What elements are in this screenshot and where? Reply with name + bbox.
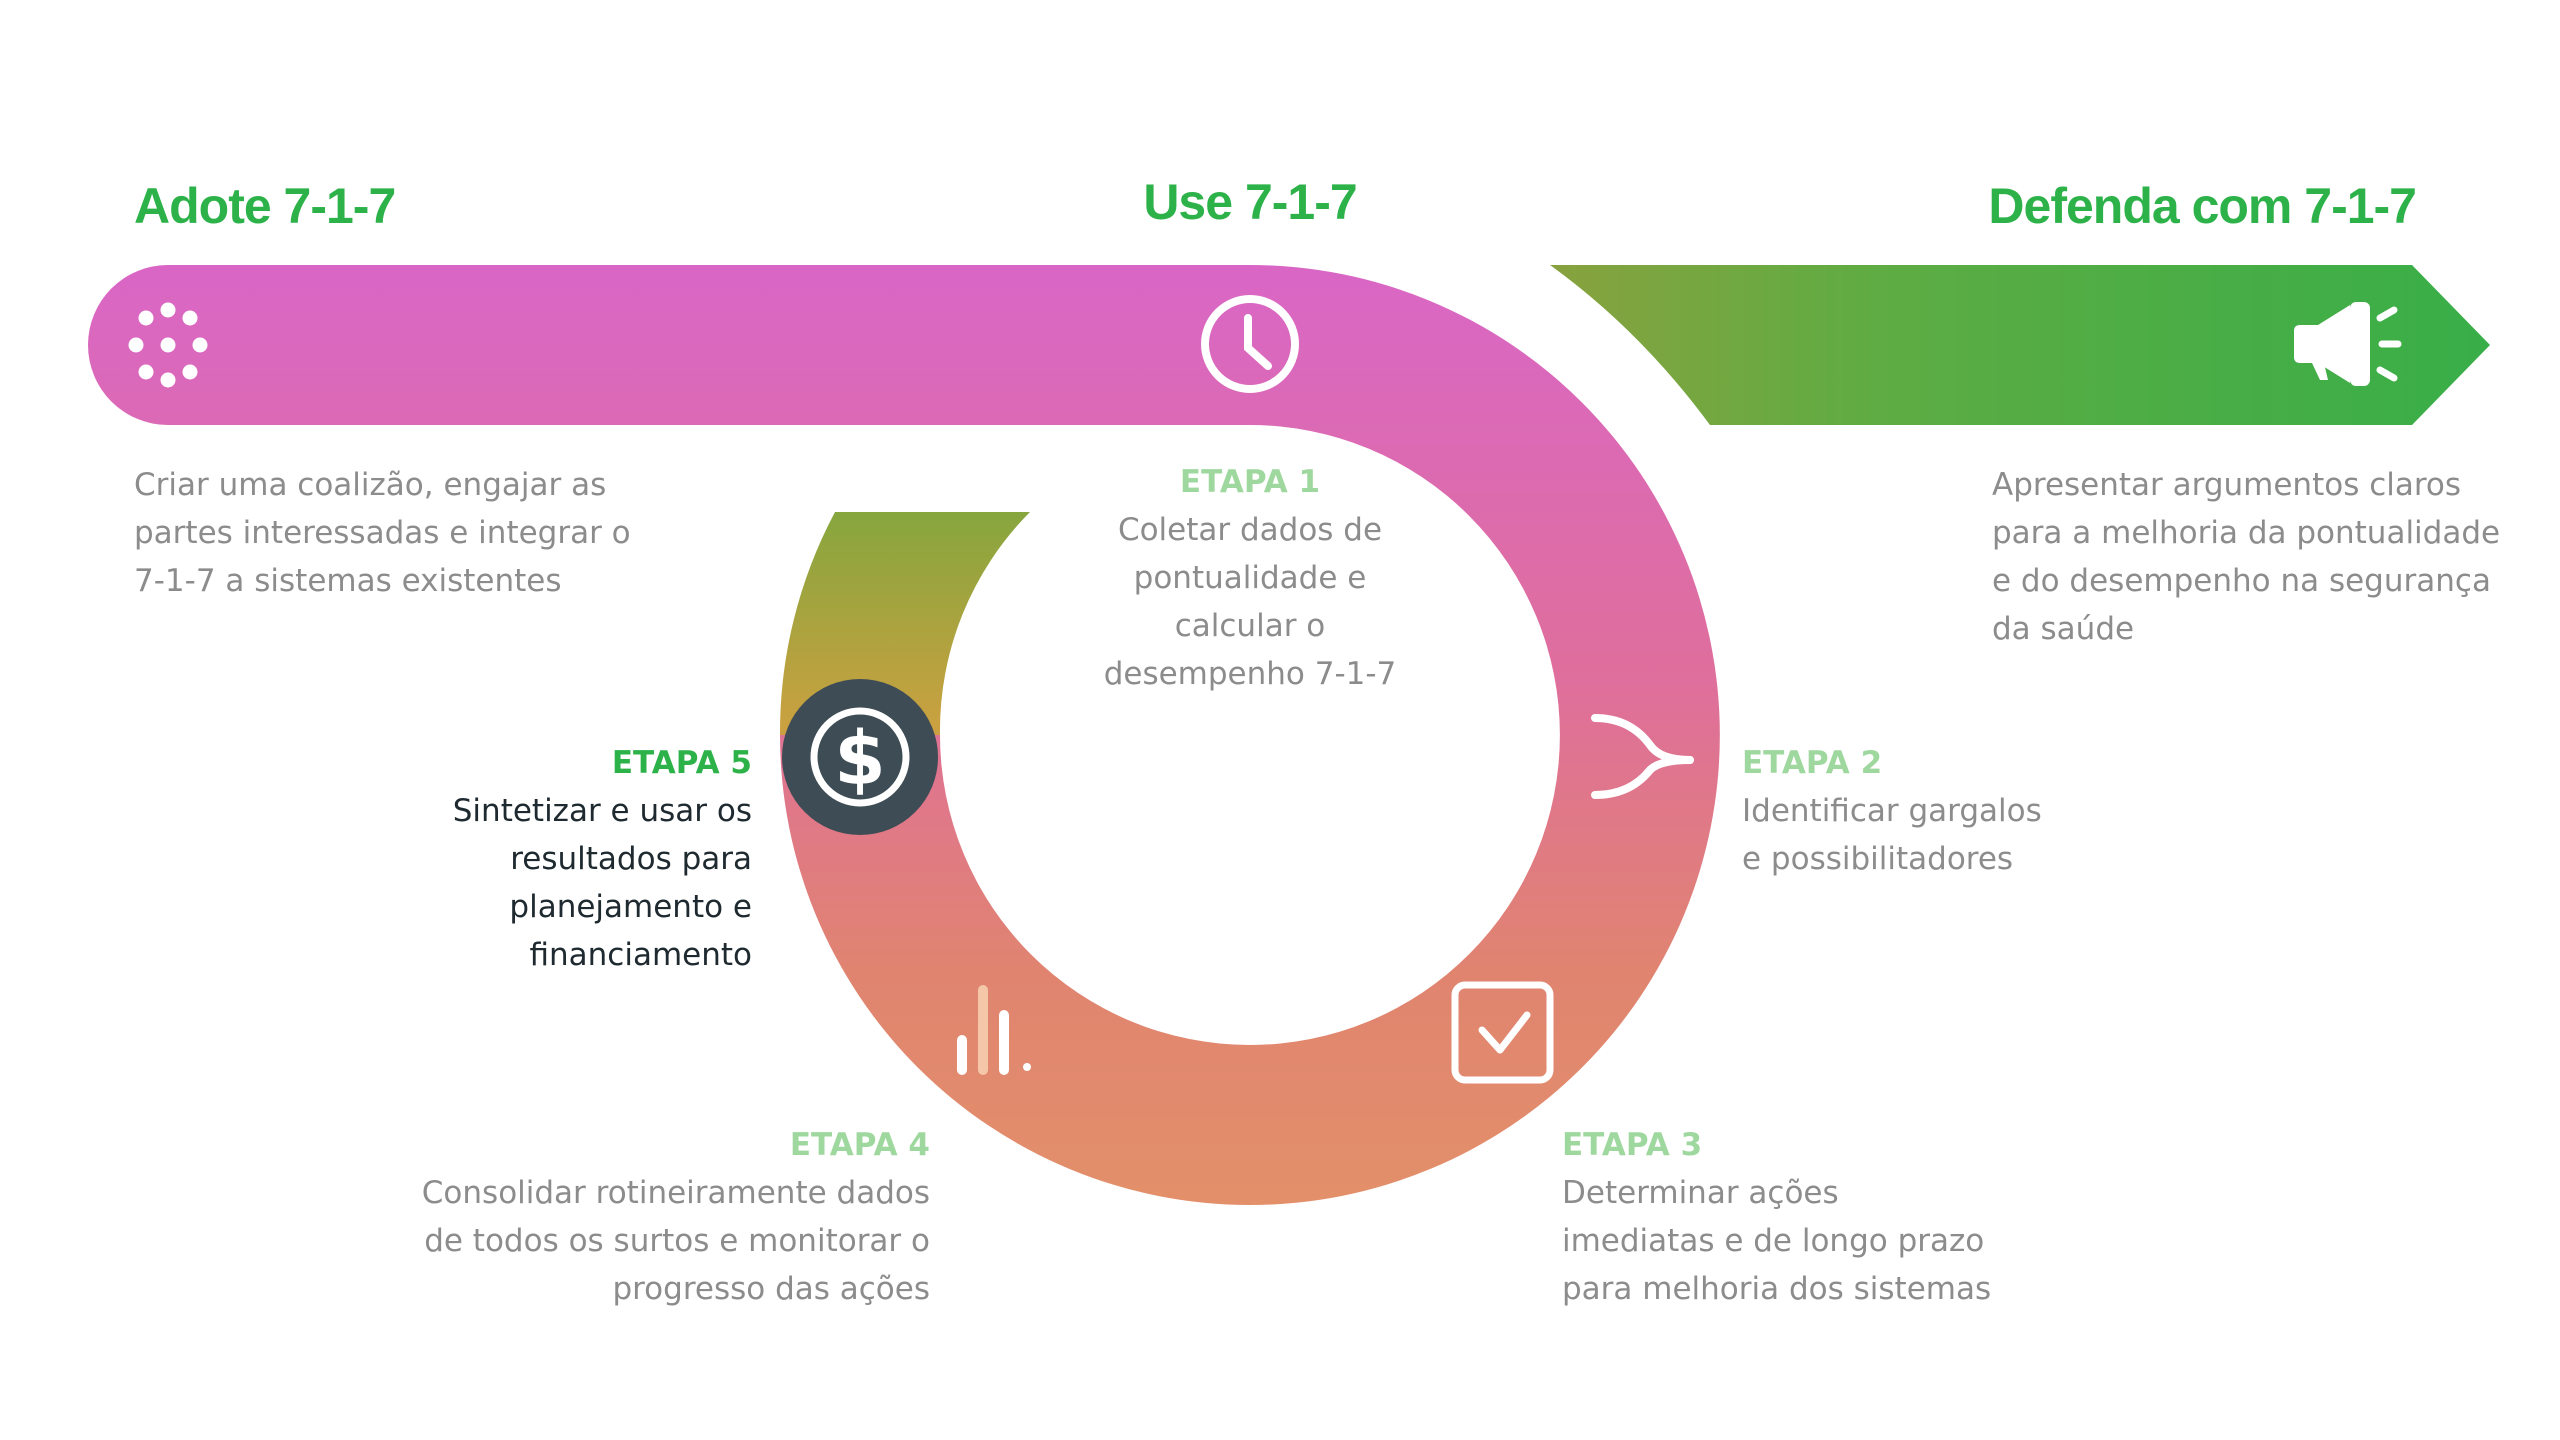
- defend-description-text: Apresentar argumentos claros para a melh…: [1992, 467, 2501, 647]
- adopt-description-text: Criar uma coalizão, engajar as partes in…: [134, 467, 631, 599]
- svg-text:$: $: [834, 716, 886, 802]
- step-4-text: Consolidar rotineiramente dados de todos…: [421, 1175, 930, 1307]
- step-4: ETAPA 4 Consolidar rotineiramente dados …: [330, 1121, 930, 1313]
- heading-use: Use 7-1-7: [1143, 174, 1357, 230]
- step-1: ETAPA 1 Coletar dados de pontualidade e …: [1060, 458, 1440, 698]
- megaphone-icon: [2294, 302, 2402, 386]
- step-1-label: ETAPA 1: [1179, 464, 1321, 500]
- step-5-text: Sintetizar e usar os resultados para pla…: [452, 793, 752, 973]
- step-2: ETAPA 2 Identificar gargalos e possibili…: [1742, 739, 2202, 883]
- step-3-label: ETAPA 3: [1562, 1127, 1703, 1163]
- defend-description: Apresentar argumentos claros para a melh…: [1992, 461, 2532, 653]
- step-3: ETAPA 3 Determinar ações imediatas e de …: [1562, 1121, 2082, 1313]
- checkbox-icon: [1451, 981, 1554, 1084]
- bar-chart-icon: [957, 985, 1031, 1075]
- step-2-label: ETAPA 2: [1742, 745, 1883, 781]
- defend-arrow: [1550, 265, 2490, 425]
- dots-circle-icon: [128, 302, 208, 388]
- step-5-label: ETAPA 5: [611, 745, 752, 781]
- step-5: ETAPA 5 Sintetizar e usar os resultados …: [350, 739, 752, 979]
- dollar-icon: $: [782, 679, 938, 835]
- adopt-description: Criar uma coalizão, engajar as partes in…: [134, 461, 694, 605]
- step-2-text: Identificar gargalos e possibilitadores: [1742, 793, 2042, 877]
- heading-defend: Defenda com 7-1-7: [1988, 178, 2417, 234]
- step-1-text: Coletar dados de pontualidade e calcular…: [1103, 512, 1397, 692]
- heading-adopt: Adote 7-1-7: [134, 178, 396, 234]
- step-4-label: ETAPA 4: [789, 1127, 930, 1163]
- ring-left-segment: [779, 512, 1030, 735]
- step-3-text: Determinar ações imediatas e de longo pr…: [1562, 1175, 1992, 1307]
- clock-icon: [1201, 295, 1299, 393]
- merge-arrows-icon: [1591, 714, 1694, 799]
